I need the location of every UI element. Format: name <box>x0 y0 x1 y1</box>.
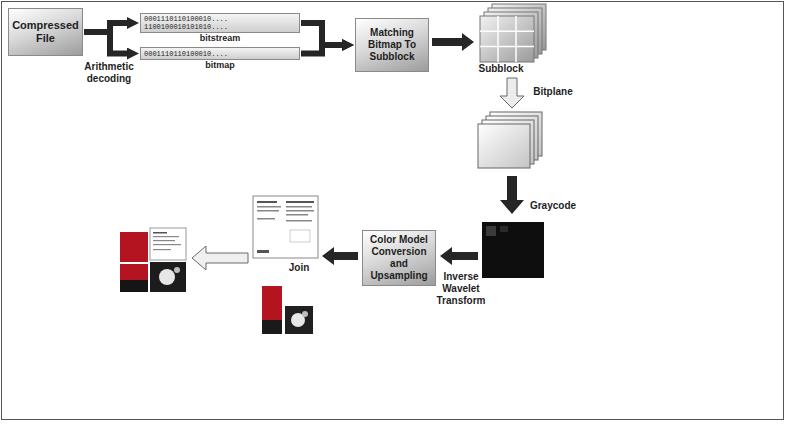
subblock-stack <box>480 4 546 62</box>
process-box: Matching Bitmap To Subblock <box>355 18 429 72</box>
step-label: Subblock <box>470 63 532 75</box>
box-label: Matching Bitmap To Subblock <box>359 27 425 63</box>
flow-arrow <box>84 32 129 54</box>
block-arrow <box>500 78 524 108</box>
step-label: Join <box>282 262 316 274</box>
bit-string: 0001110110100010.... <box>144 50 232 58</box>
graycode-image <box>482 222 544 278</box>
block-arrow <box>500 176 524 214</box>
box-label: Compressed File <box>12 19 79 45</box>
result-image <box>120 228 186 292</box>
box-label: Color Model Conversion and Upsampling <box>366 234 432 282</box>
block-arrow <box>192 246 248 270</box>
step-label: Bitplane <box>527 86 579 98</box>
edge-label: Arithmetic decoding <box>74 61 144 85</box>
bit-string: 0001110110100010.... 1100100010101010...… <box>144 15 232 31</box>
bitstream-strip: 0001110110100010.... 1100100010101010...… <box>140 13 300 33</box>
flow-arrow <box>301 45 344 54</box>
step-label: Inverse Wavelet Transform <box>430 271 492 307</box>
block-arrow <box>432 33 474 51</box>
file-box: Compressed File <box>8 8 83 56</box>
bitplane-stack <box>478 112 542 168</box>
flow-arrow <box>301 23 344 45</box>
block-arrow <box>322 247 358 265</box>
process-box: Color Model Conversion and Upsampling <box>362 230 436 286</box>
document-image <box>253 196 318 258</box>
outer-frame <box>2 2 784 420</box>
block-arrow <box>440 247 478 265</box>
strip-caption: bitmap <box>141 60 299 70</box>
image-layer <box>262 286 313 334</box>
step-label: Graycode <box>526 200 580 212</box>
strip-caption: bitstream <box>141 33 299 43</box>
bitmap-strip: 0001110110100010....bitmap <box>140 47 300 60</box>
